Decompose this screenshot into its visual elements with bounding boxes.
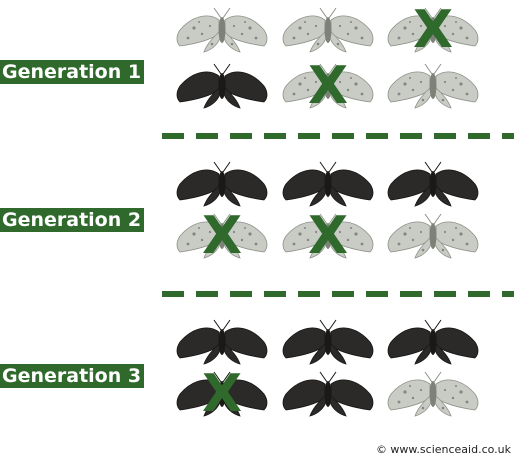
light-moth-icon — [383, 6, 483, 56]
dark-moth-icon — [172, 370, 272, 420]
generation-3-label: Generation 3 — [0, 364, 145, 388]
dark-moth-icon — [172, 62, 272, 112]
dark-moth-icon — [278, 318, 378, 368]
generation-1-label: Generation 1 — [0, 60, 145, 84]
dark-moth-icon — [172, 160, 272, 210]
dark-moth-icon — [383, 318, 483, 368]
light-moth-icon — [278, 212, 378, 262]
light-moth-icon — [172, 6, 272, 56]
generation-divider — [162, 291, 514, 297]
light-moth-icon — [172, 212, 272, 262]
dark-moth-icon — [172, 318, 272, 368]
eaten-x-icon: X — [412, 0, 454, 60]
eaten-x-icon: X — [307, 56, 349, 116]
light-moth-icon — [383, 62, 483, 112]
eaten-x-icon: X — [201, 206, 243, 266]
light-moth-icon — [278, 6, 378, 56]
copyright-notice: © www.scienceaid.co.uk — [375, 443, 511, 456]
light-moth-icon — [383, 212, 483, 262]
light-moth-icon — [278, 62, 378, 112]
dark-moth-icon — [278, 370, 378, 420]
eaten-x-icon: X — [201, 364, 243, 424]
generation-divider — [162, 133, 514, 139]
light-moth-icon — [383, 370, 483, 420]
generation-2-label: Generation 2 — [0, 208, 145, 232]
eaten-x-icon: X — [307, 206, 349, 266]
dark-moth-icon — [383, 160, 483, 210]
dark-moth-icon — [278, 160, 378, 210]
